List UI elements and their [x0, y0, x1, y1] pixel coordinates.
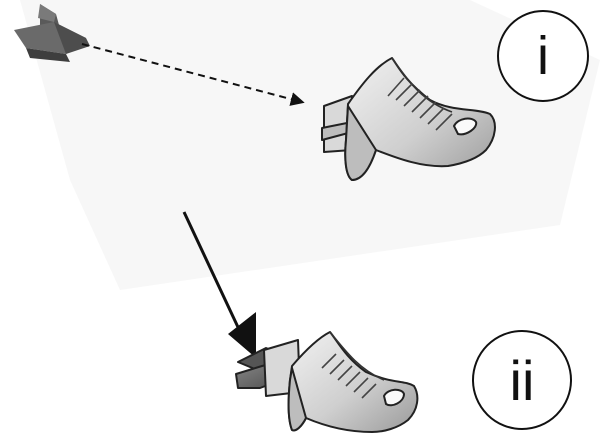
- solid-arrow: [182, 211, 256, 358]
- clip-assembled: [235, 331, 419, 433]
- dashed-arrow: [81, 43, 305, 106]
- step-label-ii: ii: [472, 330, 572, 430]
- loose-fitting-part: [14, 4, 90, 62]
- step-label-ii-text: ii: [509, 348, 535, 412]
- background-plane: [20, 0, 600, 290]
- step-label-i: i: [497, 10, 589, 102]
- step-label-i-text: i: [537, 26, 549, 86]
- clip-upper: [321, 57, 496, 181]
